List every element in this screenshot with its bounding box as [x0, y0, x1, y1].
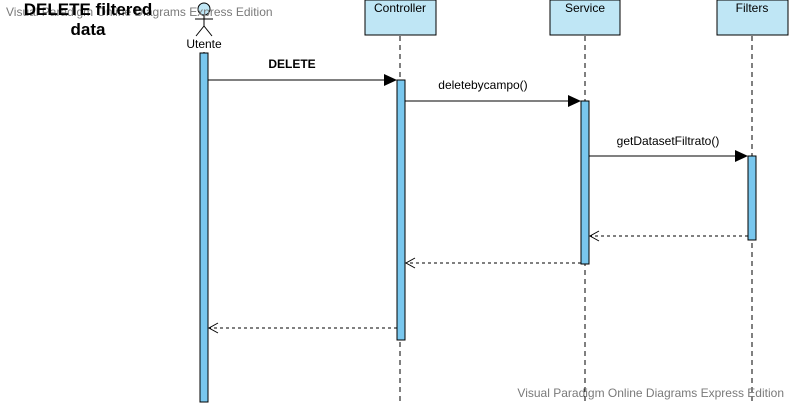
return-message-filters-to-service	[588, 230, 748, 242]
participant-controller: Controller	[364, 0, 437, 36]
message-deletebycampo: deletebycampo()	[405, 78, 581, 107]
activation-controller	[396, 79, 406, 341]
message-label-deletebycampo: deletebycampo()	[438, 78, 527, 92]
participant-label-service: Service	[565, 1, 605, 15]
activation-utente	[199, 52, 209, 403]
actor-icon	[195, 2, 213, 37]
message-label-getdatasetfiltrato: getDatasetFiltrato()	[617, 134, 720, 148]
activation-service	[580, 100, 590, 265]
activation-filters	[747, 155, 757, 241]
participant-label-filters: Filters	[736, 1, 769, 15]
message-getdatasetfiltrato: getDatasetFiltrato()	[589, 134, 748, 162]
diagram-title-line-1: DELETE filtered	[23, 0, 153, 19]
return-message-controller-to-utente	[207, 322, 397, 334]
return-message-service-to-controller	[404, 257, 581, 269]
actor-label: Utente	[186, 37, 222, 51]
participant-label-controller: Controller	[374, 1, 426, 15]
message-label-delete: DELETE	[268, 57, 315, 71]
diagram-title: DELETE filtered data	[8, 0, 168, 40]
watermark-top: Visual Paradigm Online Diagrams Express …	[6, 5, 273, 19]
message-delete: DELETE	[208, 57, 397, 86]
diagram-title-line-2: data	[70, 20, 106, 39]
participant-filters: Filters	[716, 0, 789, 36]
participant-service: Service	[549, 0, 621, 36]
watermark-bottom: Visual Paradigm Online Diagrams Express …	[517, 386, 784, 400]
